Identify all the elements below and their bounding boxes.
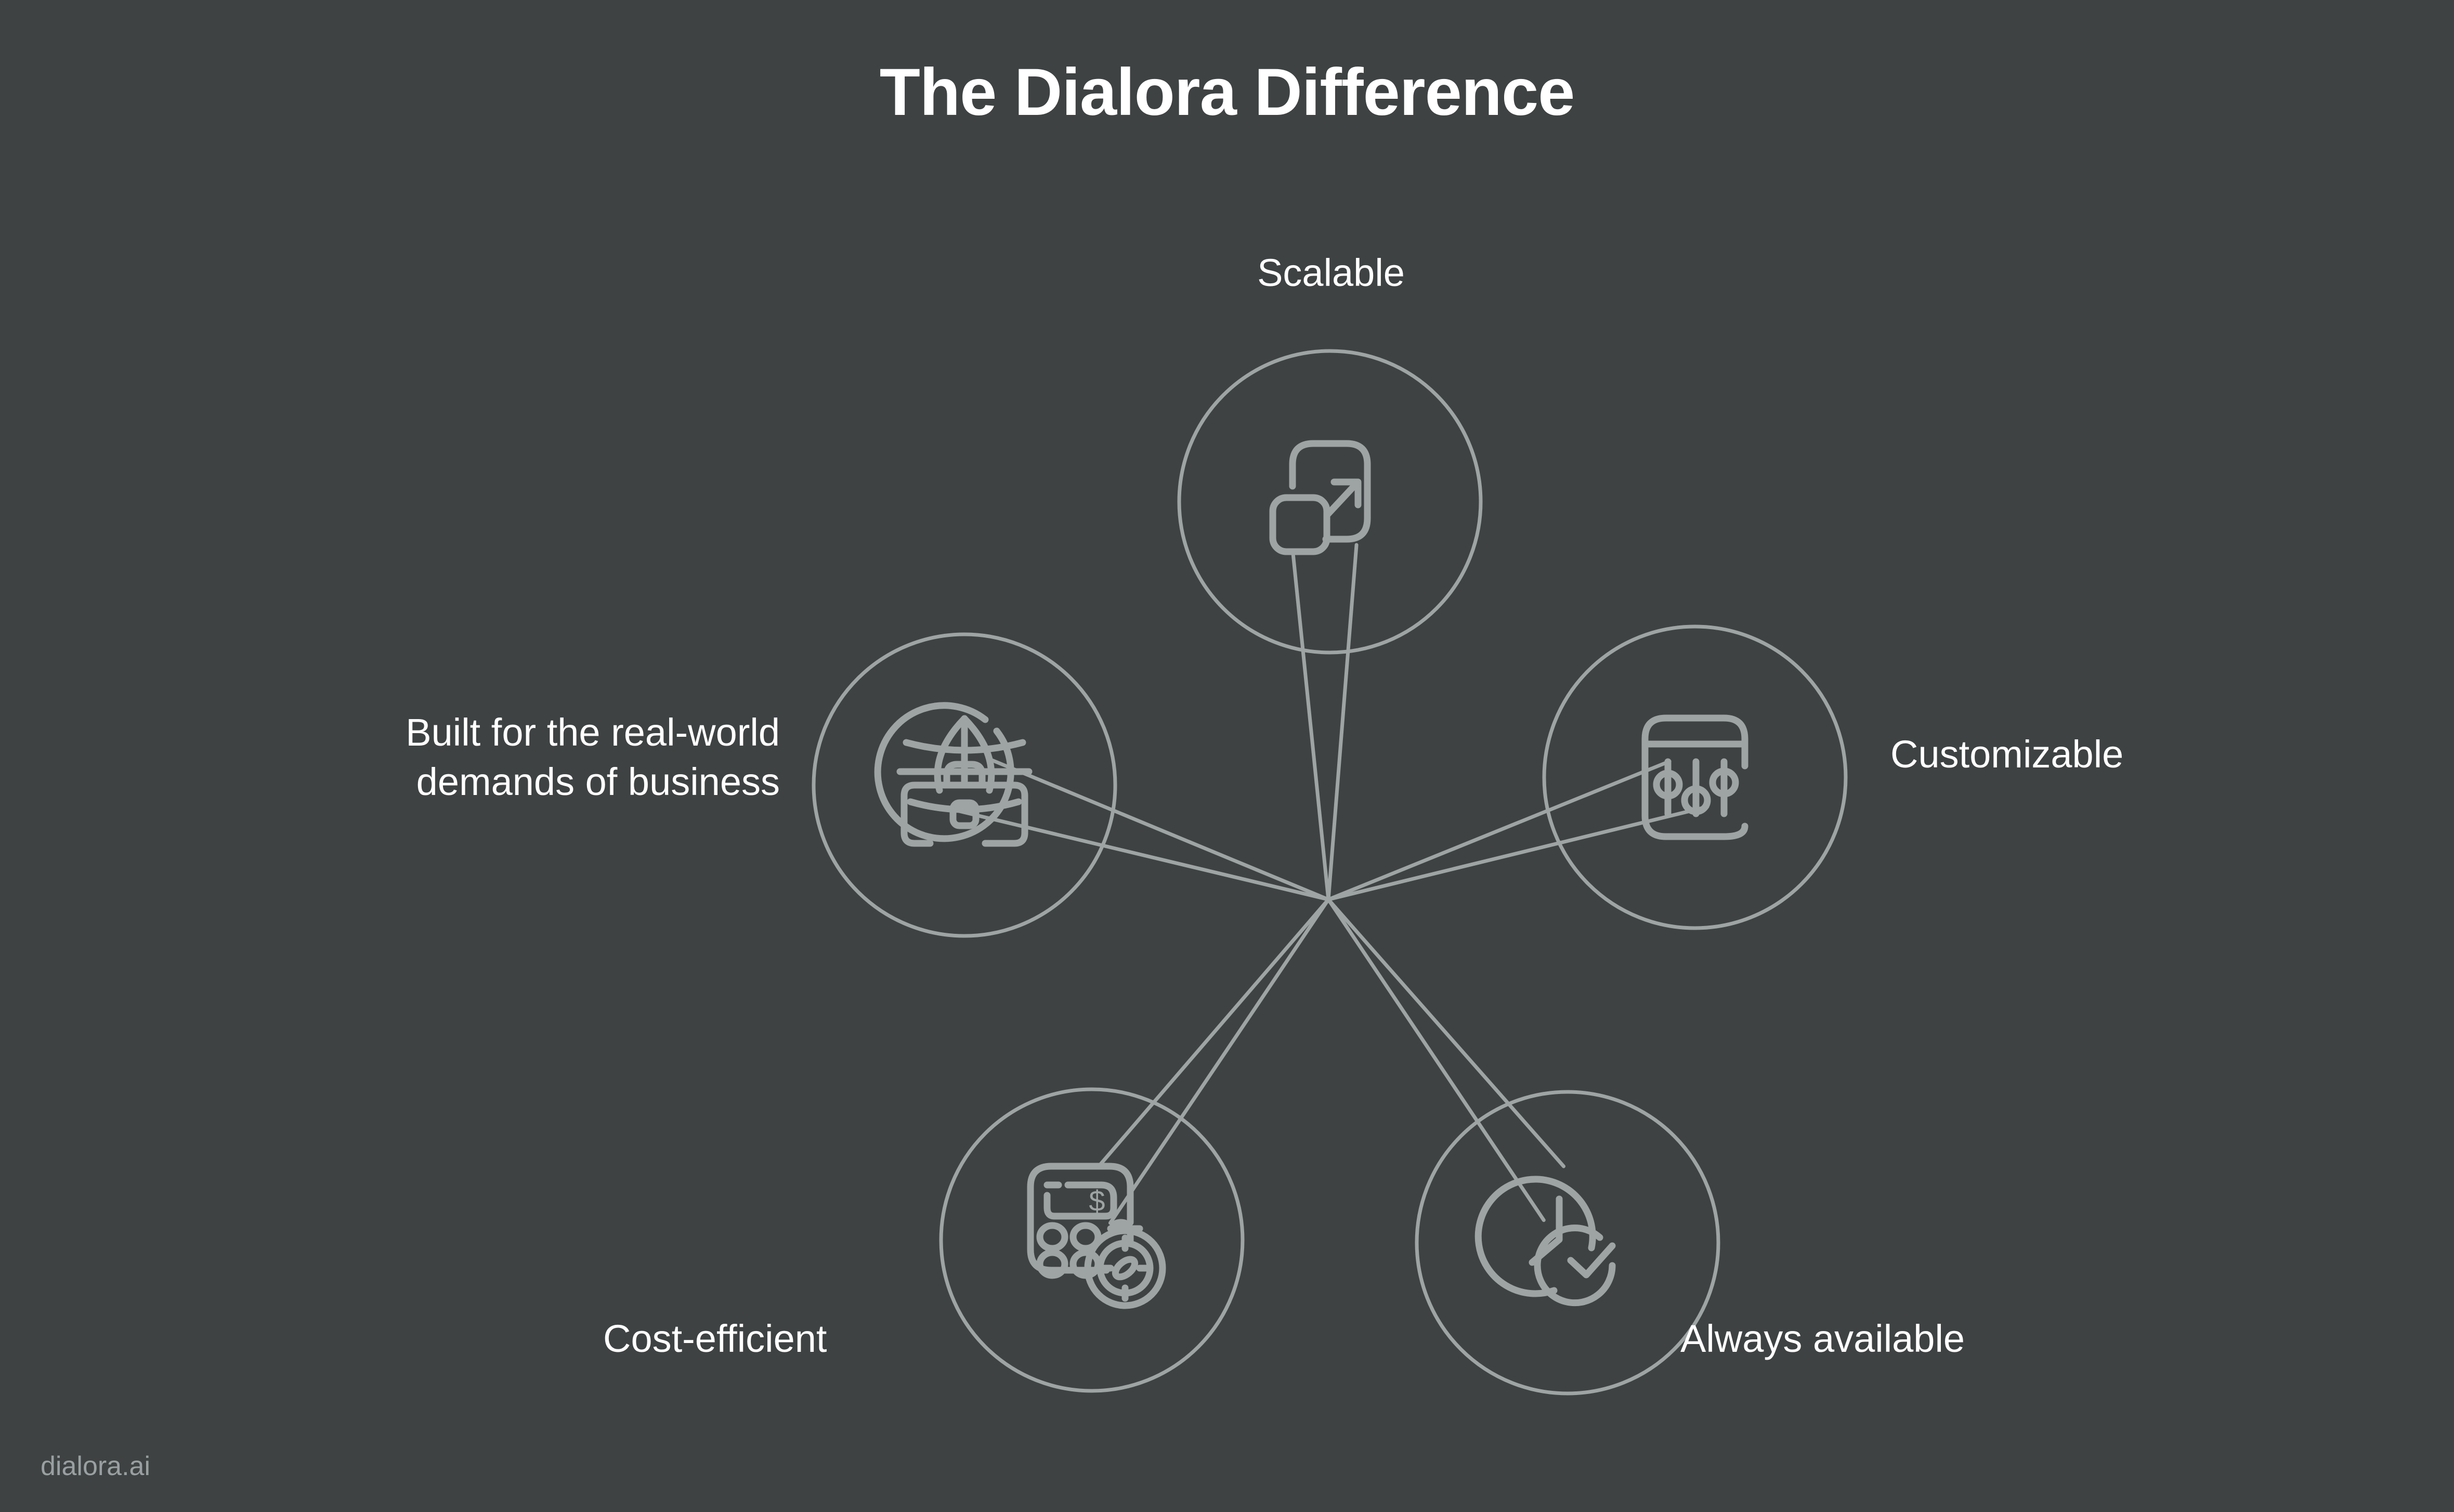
node-label-scalable: Scalable (1257, 251, 1405, 294)
node-label-built-for-business: Built for the real-world demands of busi… (406, 711, 780, 803)
connector-always-available-1 (1326, 805, 1709, 902)
connector-customizable-1 (1326, 543, 1359, 902)
page-title: The Dialora Difference (879, 55, 1575, 129)
node-circle-always-available (1415, 1090, 1720, 1396)
connector-cost-efficient-1 (1326, 897, 1546, 1222)
sliders-panel-icon (1641, 714, 1748, 840)
connector-scalable-1 (986, 757, 1330, 902)
connector-built-for-business-1 (1098, 897, 1330, 1167)
svg-text:$: $ (1089, 1184, 1105, 1217)
connector-built-for-business-0 (1291, 549, 1330, 902)
node-label-cost-efficient: Cost-efficient (603, 1317, 827, 1360)
connector-cost-efficient-0 (950, 807, 1330, 902)
node-circle-cost-efficient (939, 1087, 1245, 1393)
node-circle-scalable (1177, 349, 1483, 655)
connector-always-available-0 (1108, 897, 1330, 1225)
calculator-stopwatch-icon: $ (1027, 1163, 1166, 1309)
globe-briefcase-icon (874, 702, 1033, 847)
connector-lines (950, 543, 1709, 1225)
resize-expand-icon (1269, 440, 1371, 555)
node-circles (812, 349, 1848, 1396)
node-circle-built-for-business (812, 632, 1117, 938)
watermark: dialora.ai (41, 1451, 151, 1481)
node-icons: $ (874, 440, 1748, 1309)
node-circle-customizable (1542, 624, 1848, 930)
clock-check-icon (1474, 1176, 1616, 1307)
connector-customizable-0 (1326, 897, 1566, 1168)
node-label-customizable: Customizable (1890, 733, 2124, 776)
connector-scalable-0 (1326, 759, 1672, 902)
node-label-always-available: Always available (1680, 1317, 1965, 1360)
